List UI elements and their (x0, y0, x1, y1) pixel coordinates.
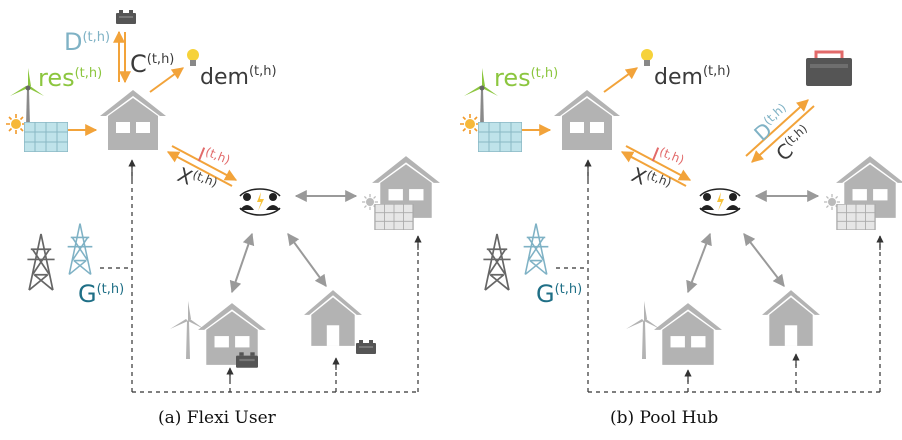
hub-to-bottom-house-arrow (287, 233, 327, 287)
battery-icon (116, 10, 136, 24)
house-icon (762, 290, 820, 346)
solar-panel-icon (478, 122, 522, 152)
solar-panel-icon (836, 204, 876, 230)
export-arrow (625, 145, 692, 181)
res-label: res(t,h) (38, 64, 102, 92)
lightbulb-icon (641, 49, 653, 66)
sun-icon (6, 114, 26, 134)
house-icon (304, 290, 362, 346)
g-label: G(t,h) (78, 280, 124, 308)
transmission-tower-icon (66, 222, 94, 276)
sun-icon (460, 114, 480, 134)
solar-panel-icon (24, 122, 68, 152)
panel-a: res(t,h) D(t,h) C(t,h) dem(t,h) I(t,h) X… (6, 10, 440, 393)
lightbulb-icon (187, 49, 199, 66)
dem-label: dem(t,h) (654, 64, 731, 90)
solar-panel-icon (374, 204, 414, 230)
transmission-tower-icon (482, 232, 512, 292)
grid-connection-line (100, 164, 419, 393)
caption-pool-hub: (b) Pool Hub (610, 408, 719, 428)
d-label: D(t,h) (64, 28, 110, 56)
wind-turbine-icon (626, 301, 660, 359)
demand-arrow (603, 67, 638, 93)
house-icon (100, 90, 166, 150)
export-arrow (171, 145, 238, 181)
dem-label: dem(t,h) (200, 64, 277, 90)
battery-icon (356, 340, 376, 354)
trading-hub-icon (699, 188, 741, 216)
hub-to-left-house-arrow (686, 232, 712, 294)
house-icon (554, 90, 620, 150)
transmission-tower-icon (26, 232, 56, 292)
res-label: res(t,h) (494, 64, 558, 92)
trading-hub-icon (239, 188, 281, 216)
demand-arrow (149, 67, 184, 93)
panel-b: res(t,h) dem(t,h) I(t,h) X(t,h) D(t,h) C… (460, 49, 902, 393)
discharge-arrow (745, 99, 809, 157)
import-arrow (166, 151, 233, 187)
import-arrow (620, 151, 687, 187)
wind-turbine-icon (170, 301, 204, 359)
hub-to-bottom-house-arrow (743, 233, 785, 287)
c-label: C(t,h) (130, 50, 174, 78)
battery-icon (806, 50, 852, 86)
transmission-tower-icon (522, 222, 550, 276)
g-label: G(t,h) (536, 280, 582, 308)
house-icon (654, 303, 722, 365)
charge-arrow (751, 105, 815, 163)
hub-to-left-house-arrow (229, 232, 255, 294)
caption-flexi-user: (a) Flexi User (158, 408, 276, 428)
wind-turbine-icon (464, 68, 498, 126)
